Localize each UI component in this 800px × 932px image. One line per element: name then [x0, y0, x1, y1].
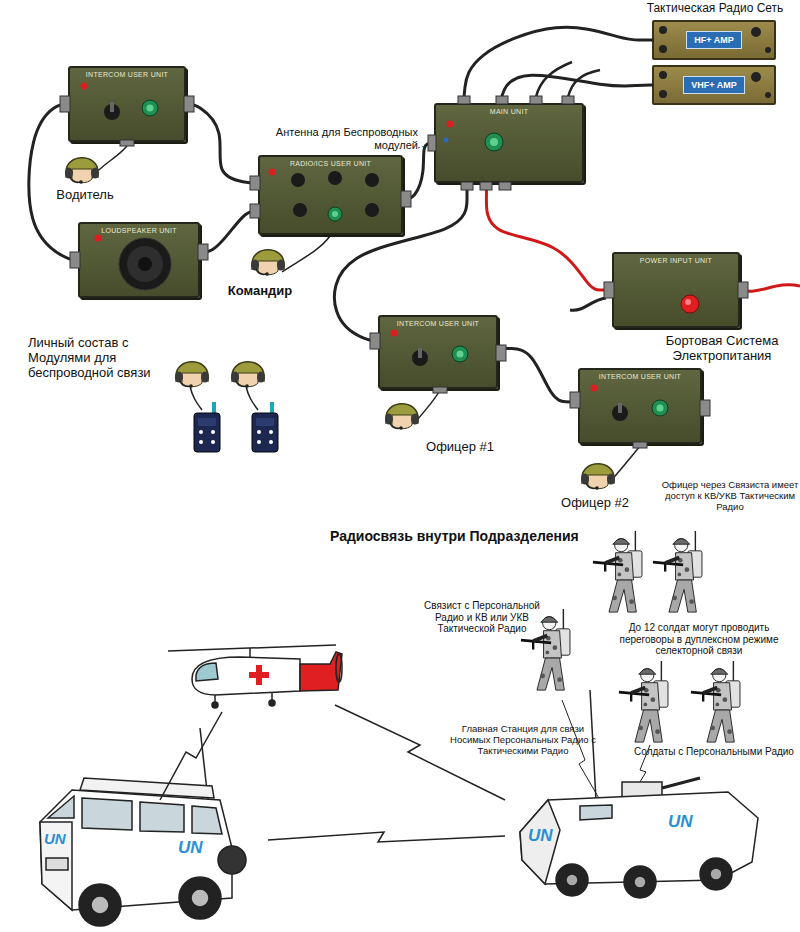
crew-label: Командир	[205, 284, 315, 299]
radio-display-text: HF+ AMP	[686, 31, 741, 49]
callout-note: Связист с Персональной Радио и КВ или УК…	[412, 600, 552, 635]
section-heading: Радиосвязь внутри Подразделения	[330, 528, 610, 544]
emblem-text: UN	[44, 830, 74, 847]
unit-label: POWER INPUT UNIT	[614, 257, 738, 264]
hf-radio-set: HF+ AMP	[652, 20, 776, 60]
callout-note: Солдаты с Персональными Радио	[630, 746, 798, 758]
callout-note: Главная Станция для связи Носимых Персон…	[448, 724, 598, 757]
crew-label: Офицер #2	[545, 496, 645, 511]
unit-label: INTERCOM USER UNIT	[380, 320, 496, 327]
cable	[502, 75, 653, 103]
cable	[464, 27, 652, 103]
intercom-user-unit: INTERCOM USER UNIT	[378, 315, 498, 389]
crew-label: Личный состав с Модулями для беспроводно…	[28, 336, 153, 381]
cable	[498, 348, 578, 402]
power-label: Бортовая Система Электропитания	[652, 334, 792, 364]
radio-display-text: VHF+ AMP	[683, 76, 744, 94]
emblem-text: UN	[528, 826, 562, 846]
cable	[403, 143, 434, 199]
crew-label: Водитель	[40, 188, 130, 203]
cable	[200, 211, 258, 252]
cable	[486, 183, 612, 290]
callout-note: Офицер через Связиста имеет доступ к КВ/…	[660, 480, 800, 513]
emblem-text: UN	[178, 838, 212, 858]
unit-label: INTERCOM USER UNIT	[580, 373, 700, 380]
intercom-user-unit: INTERCOM USER UNIT	[68, 66, 186, 142]
loudspeaker-unit: LOUDSPEAKER UNIT	[78, 222, 200, 298]
callout-note: До 12 солдат могут проводить переговоры …	[600, 622, 798, 657]
main-unit: MAIN UNIT	[434, 103, 584, 183]
vhf-radio-set: VHF+ AMP	[652, 65, 776, 105]
emblem-text: UN	[668, 812, 702, 832]
cable	[334, 183, 467, 341]
power-input-unit: POWER INPUT UNIT	[612, 252, 740, 328]
unit-label: LOUDSPEAKER UNIT	[80, 227, 198, 234]
crew-label: Офицер #1	[410, 440, 510, 455]
cable	[29, 104, 78, 260]
commander-unit: RADIO/ICS USER UNIT	[258, 155, 403, 235]
unit-label: INTERCOM USER UNIT	[70, 71, 184, 78]
cable	[186, 104, 258, 183]
antenna-callout: Антенна для Беспроводных модулей	[268, 126, 418, 151]
network-heading: Тактическая Радио Сеть	[630, 2, 800, 16]
intercom-user-unit: INTERCOM USER UNIT	[578, 368, 702, 444]
unit-label: RADIO/ICS USER UNIT	[260, 160, 401, 167]
unit-label: MAIN UNIT	[436, 108, 582, 115]
